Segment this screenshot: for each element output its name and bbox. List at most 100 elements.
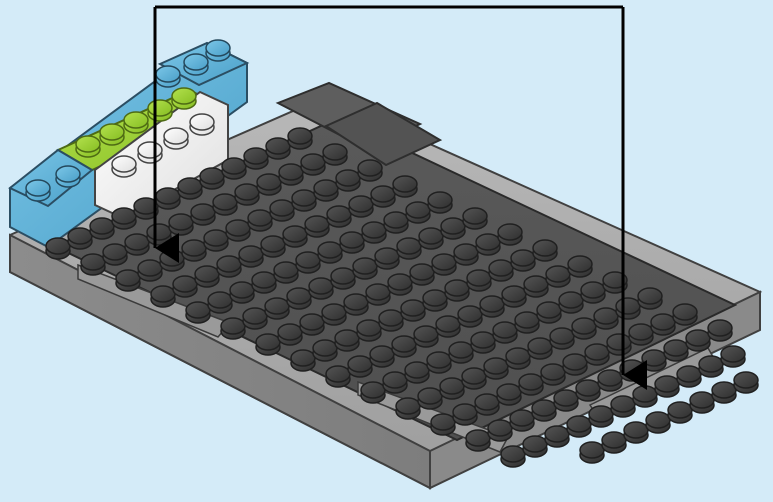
dark-stud — [248, 210, 272, 231]
dark-stud — [112, 208, 136, 229]
dark-stud — [125, 234, 149, 255]
dark-stud — [81, 254, 105, 275]
dark-stud — [401, 300, 425, 321]
dark-stud — [476, 234, 500, 255]
dark-stud — [567, 416, 591, 437]
dark-stud — [699, 356, 723, 377]
dark-stud — [528, 338, 552, 359]
dark-stud — [257, 174, 281, 195]
dark-stud — [594, 308, 618, 329]
dark-stud — [463, 208, 487, 229]
dark-stud — [283, 226, 307, 247]
dark-stud — [598, 370, 622, 391]
dark-stud — [182, 240, 206, 261]
dark-stud — [501, 446, 525, 467]
dark-stud — [651, 314, 675, 335]
dark-stud — [160, 250, 184, 271]
dark-stud — [147, 224, 171, 245]
dark-stud — [423, 290, 447, 311]
dark-stud — [721, 346, 745, 367]
dark-stud — [68, 228, 92, 249]
white-stud — [112, 156, 136, 177]
dark-stud — [585, 344, 609, 365]
dark-stud — [589, 406, 613, 427]
dark-stud — [200, 168, 224, 189]
lime-stud — [124, 112, 148, 133]
dark-stud — [256, 334, 280, 355]
dark-stud — [441, 218, 465, 239]
dark-stud — [602, 432, 626, 453]
dark-stud — [288, 128, 312, 149]
dark-stud — [226, 220, 250, 241]
dark-stud — [274, 262, 298, 283]
white-stud — [138, 142, 162, 163]
dark-stud — [138, 260, 162, 281]
dark-stud — [340, 232, 364, 253]
dark-stud — [204, 230, 228, 251]
dark-stud — [655, 376, 679, 397]
dark-stud — [563, 354, 587, 375]
dark-stud — [559, 292, 583, 313]
dark-stud — [292, 190, 316, 211]
dark-stud — [349, 196, 373, 217]
dark-stud — [393, 176, 417, 197]
dark-stud — [287, 288, 311, 309]
dark-stud — [488, 420, 512, 441]
dark-stud — [568, 256, 592, 277]
lime-stud — [148, 100, 172, 121]
dark-stud — [734, 372, 758, 393]
blue-stud — [184, 54, 208, 75]
dark-stud — [397, 238, 421, 259]
dark-stud — [462, 368, 486, 389]
dark-stud — [449, 342, 473, 363]
dark-stud — [348, 356, 372, 377]
dark-stud — [580, 442, 604, 463]
dark-stud — [191, 204, 215, 225]
dark-stud — [279, 164, 303, 185]
dark-stud — [261, 236, 285, 257]
dark-stud — [537, 302, 561, 323]
dark-stud — [361, 382, 385, 403]
dark-stud — [431, 414, 455, 435]
dark-stud — [396, 398, 420, 419]
dark-stud — [195, 266, 219, 287]
dark-stud — [358, 160, 382, 181]
dark-stud — [300, 314, 324, 335]
dark-stud — [186, 302, 210, 323]
dark-stud — [405, 362, 429, 383]
dark-stud — [664, 340, 688, 361]
white-stud — [190, 114, 214, 135]
dark-stud — [611, 396, 635, 417]
dark-stud — [484, 358, 508, 379]
dark-stud — [335, 330, 359, 351]
dark-stud — [532, 400, 556, 421]
dark-stud — [116, 270, 140, 291]
dark-stud — [524, 276, 548, 297]
blue-stud — [156, 66, 180, 87]
dark-stud — [607, 334, 631, 355]
dark-stud — [344, 294, 368, 315]
dark-stud — [322, 304, 346, 325]
dark-stud — [642, 350, 666, 371]
dark-stud — [331, 268, 355, 289]
dark-stud — [453, 404, 477, 425]
dark-stud — [313, 340, 337, 361]
lime-stud — [100, 124, 124, 145]
dark-stud — [213, 194, 237, 215]
dark-stud — [326, 366, 350, 387]
dark-stud — [668, 402, 692, 423]
dark-stud — [221, 318, 245, 339]
dark-stud — [392, 336, 416, 357]
dark-stud — [410, 264, 434, 285]
blue-stud — [206, 40, 230, 61]
dark-stud — [458, 306, 482, 327]
dark-stud — [673, 304, 697, 325]
dark-stud — [370, 346, 394, 367]
dark-stud — [466, 430, 490, 451]
dark-stud — [467, 270, 491, 291]
blue-stud — [56, 166, 80, 187]
dark-stud — [178, 178, 202, 199]
white-stud — [164, 128, 188, 149]
dark-stud — [371, 186, 395, 207]
